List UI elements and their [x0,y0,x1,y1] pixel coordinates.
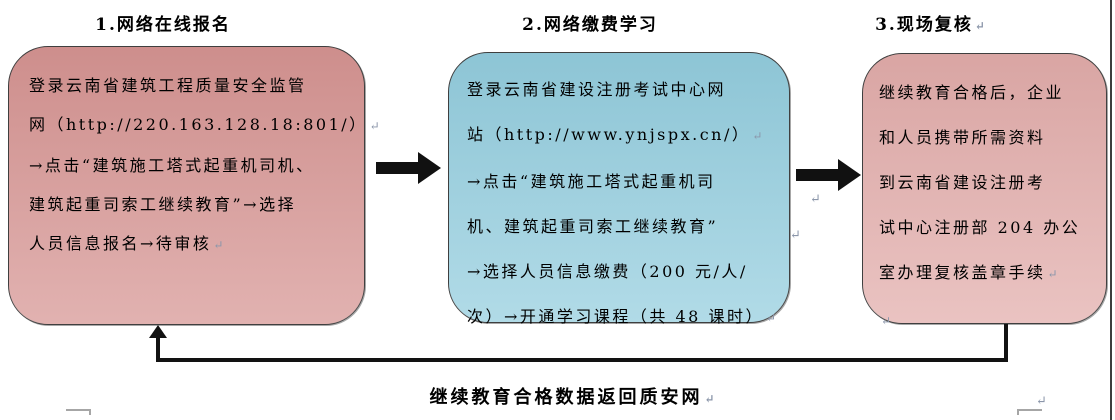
step-2-title-text: 2.网络缴费学习 [522,15,658,35]
line-break-return-icon: ↵ [369,119,380,133]
text-line: 登录云南省建设注册考试中心网 [467,67,779,112]
feedback-line-horizontal [156,358,1008,362]
paragraph-return-icon: ↵ [974,19,985,33]
text-line: 继续教育合格后，企业 [879,70,1098,115]
step-3-box: 继续教育合格后，企业 和人员携带所需资料 到云南省建设注册考 试中心注册部 20… [862,53,1107,328]
text-line: →选择人员信息缴费（200 元/人/ [467,249,779,294]
text-line: 试中心注册部 204 办公 [879,205,1098,250]
step-2-title: 2.网络缴费学习 [455,10,725,35]
text-line-content: 建筑起重司索工继续教育”→选择 [29,195,297,214]
text-line: ↵ [879,297,1098,344]
paragraph-return-icon: ↵ [213,238,224,252]
feedback-line-up [156,336,160,362]
text-line-content: 次）→开通学习课程（共 48 课时） [467,307,764,326]
feedback-caption-text: 继续教育合格数据返回质安网 [429,387,703,408]
feedback-caption: 继续教育合格数据返回质安网↵ [357,383,787,409]
page-border-right [1110,0,1112,420]
text-line: 网（http://220.163.128.18:801/）↵ [29,105,380,146]
text-line: 到云南省建设注册考 [879,160,1098,205]
text-line-content: 到云南省建设注册考 [879,173,1046,192]
text-line-content: 和人员携带所需资料 [879,128,1046,147]
text-line-content: 机、建筑起重司索工继续教育” [467,217,719,236]
text-line-content: 登录云南省建筑工程质量安全监管 [29,76,307,95]
text-line: 人员信息报名→待审核↵ [29,224,352,265]
text-line: 登录云南省建筑工程质量安全监管 [29,66,352,105]
step-1-box: 登录云南省建筑工程质量安全监管 网（http://220.163.128.18:… [8,46,380,325]
text-line: 站（http://www.ynjspx.cn/）↵ [467,112,779,159]
step-2-box: 登录云南省建设注册考试中心网 站（http://www.ynjspx.cn/）↵… [448,52,790,326]
text-line-content: →选择人员信息缴费（200 元/人/ [467,262,748,281]
paragraph-return-icon: ↵ [765,311,777,325]
paragraph-return-icon: ↵ [704,392,715,406]
text-line-content: 继续教育合格后，企业 [879,83,1065,102]
step-1-text: 登录云南省建筑工程质量安全监管 网（http://220.163.128.18:… [9,47,380,265]
cell-corner-mark-icon [1017,409,1042,415]
line-break-return-icon: ↵ [752,129,763,143]
step-1-title-text: 1.网络在线报名 [95,15,231,35]
paragraph-return-icon: ↵ [1036,394,1047,409]
feedback-line-down [1004,324,1008,362]
text-line-content: 室办理复核盖章手续 [879,263,1046,282]
step-3-text: 继续教育合格后，企业 和人员携带所需资料 到云南省建设注册考 试中心注册部 20… [863,54,1106,344]
paragraph-return-icon: ↵ [790,228,801,243]
arrow-up-icon [149,325,167,338]
text-line: 室办理复核盖章手续↵ [879,250,1098,297]
cell-corner-mark-icon [66,409,91,415]
text-line: →点击“建筑施工塔式起重机司 [467,159,779,204]
step-3-title: 3.现场复核↵ [822,10,1038,35]
text-line: 次）→开通学习课程（共 48 课时）↵ [467,294,779,341]
paragraph-return-icon: ↵ [810,192,821,207]
text-line-content: 登录云南省建设注册考试中心网 [467,80,727,99]
step-3-title-text: 3.现场复核 [875,15,973,35]
text-line-content: 人员信息报名→待审核 [29,234,212,253]
step-2-text: 登录云南省建设注册考试中心网 站（http://www.ynjspx.cn/）↵… [449,53,789,341]
arrow-right-icon [796,159,861,191]
text-line-content: →点击“建筑施工塔式起重机司机、 [29,156,315,175]
paragraph-return-icon: ↵ [881,314,892,328]
text-line-content: 试中心注册部 204 办公 [879,218,1081,237]
text-line-content: 站（http://www.ynjspx.cn/） [467,125,751,144]
text-line-content: 网（http://220.163.128.18:801/） [29,115,368,134]
text-line: →点击“建筑施工塔式起重机司机、 [29,146,352,185]
text-line: 建筑起重司索工继续教育”→选择 [29,185,352,224]
text-line-content: →点击“建筑施工塔式起重机司 [467,172,716,191]
paragraph-return-icon: ↵ [1047,267,1058,281]
text-line: 机、建筑起重司索工继续教育” [467,204,779,249]
text-line: 和人员携带所需资料 [879,115,1098,160]
step-1-title: 1.网络在线报名 [33,10,293,35]
arrow-right-icon [376,152,441,184]
